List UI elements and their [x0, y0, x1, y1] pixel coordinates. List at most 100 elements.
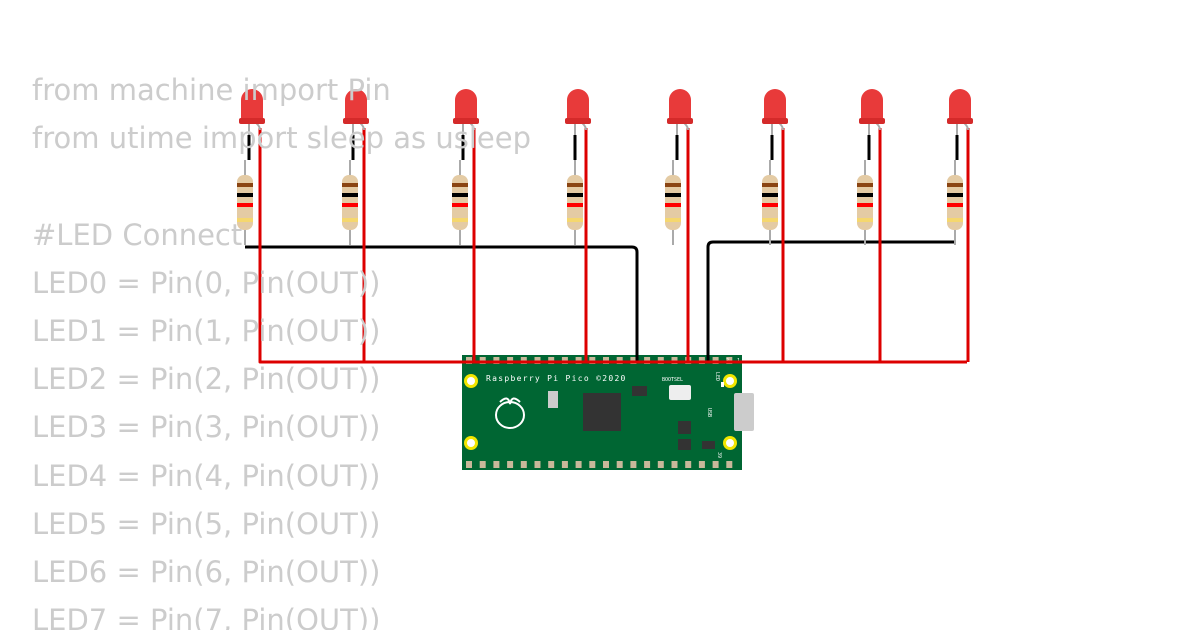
- resistor-band: [452, 203, 468, 207]
- led-rim: [947, 118, 973, 124]
- pin-bottom: [671, 461, 678, 468]
- resistor-1: [342, 160, 358, 245]
- resistor-band: [452, 218, 468, 222]
- resistor-7: [947, 160, 963, 245]
- resistor-band: [762, 183, 778, 187]
- led-rim: [762, 118, 788, 124]
- pin39-label: 39: [716, 452, 722, 458]
- led-body: [949, 89, 971, 122]
- pin-bottom: [616, 461, 623, 468]
- led-rim: [343, 118, 369, 124]
- pin-bottom: [712, 461, 719, 468]
- bootsel-button: [669, 385, 691, 400]
- resistor-body: [237, 175, 253, 230]
- resistor-0: [237, 160, 253, 245]
- led-body: [861, 89, 883, 122]
- pin-bottom: [466, 461, 472, 468]
- resistor-band: [342, 193, 358, 197]
- led-rim: [565, 118, 591, 124]
- resistor-band: [237, 193, 253, 197]
- led-body: [455, 89, 477, 122]
- rp2040-chip: [583, 393, 621, 431]
- resistor-band: [452, 183, 468, 187]
- board-label: Raspberry Pi Pico ©2020: [486, 374, 627, 383]
- led-0: [239, 89, 265, 160]
- mount-hole-center: [726, 377, 734, 385]
- resistor-band: [237, 203, 253, 207]
- pin-bottom: [548, 461, 555, 468]
- resistor-band: [567, 193, 583, 197]
- pin-bottom: [479, 461, 486, 468]
- pin-bottom: [493, 461, 500, 468]
- resistor-band: [857, 218, 873, 222]
- led-body: [669, 89, 691, 122]
- resistor-band: [452, 193, 468, 197]
- led-1: [343, 89, 369, 160]
- led-body: [241, 89, 263, 122]
- component: [632, 386, 647, 396]
- led-body: [345, 89, 367, 122]
- onboard-led: [721, 382, 724, 387]
- led-rim: [859, 118, 885, 124]
- component: [702, 441, 715, 449]
- signal-wire-2: [472, 128, 687, 364]
- resistor-band: [947, 218, 963, 222]
- resistor-band: [762, 218, 778, 222]
- signal-wire-3: [584, 128, 783, 364]
- pin-bottom: [603, 461, 609, 468]
- led-label: LED: [714, 372, 720, 381]
- component: [548, 391, 558, 408]
- component: [678, 439, 691, 450]
- led-body: [567, 89, 589, 122]
- resistor-band: [857, 183, 873, 187]
- led-3: [565, 89, 591, 160]
- resistor-body: [857, 175, 873, 230]
- ground-wire-left: [245, 245, 639, 362]
- resistor-band: [567, 218, 583, 222]
- resistor-band: [857, 193, 873, 197]
- resistor-body: [665, 175, 681, 230]
- resistor-band: [665, 203, 681, 207]
- led-rim: [453, 118, 479, 124]
- resistor-band: [947, 183, 963, 187]
- mount-hole-center: [467, 439, 475, 447]
- led-rim: [667, 118, 693, 124]
- led-5: [762, 89, 788, 160]
- resistor-band: [342, 203, 358, 207]
- resistor-band: [342, 183, 358, 187]
- resistor-band: [567, 183, 583, 187]
- pin-bottom: [589, 461, 596, 468]
- resistor-band: [665, 218, 681, 222]
- component: [678, 421, 691, 434]
- pin-bottom: [685, 461, 692, 468]
- led-2: [453, 89, 479, 160]
- mount-hole-center: [726, 439, 734, 447]
- pin-bottom: [698, 461, 705, 468]
- resistor-body: [947, 175, 963, 230]
- led-body: [764, 89, 786, 122]
- resistor-3: [567, 160, 583, 245]
- led-4: [667, 89, 693, 160]
- signal-wire-0: [258, 128, 475, 364]
- pin-bottom: [657, 461, 664, 468]
- bootsel-label: BOOTSEL: [662, 377, 683, 383]
- pin-bottom: [575, 461, 582, 468]
- resistor-2: [452, 160, 468, 245]
- pin-bottom: [520, 461, 527, 468]
- resistor-band: [947, 193, 963, 197]
- resistor-band: [567, 203, 583, 207]
- mount-hole-center: [467, 377, 475, 385]
- resistor-body: [342, 175, 358, 230]
- pin-bottom: [644, 461, 651, 468]
- ground-wire-right: [706, 240, 955, 362]
- resistor-band: [342, 218, 358, 222]
- resistor-body: [762, 175, 778, 230]
- resistor-band: [947, 203, 963, 207]
- resistor-5: [762, 160, 778, 245]
- led-rim: [239, 118, 265, 124]
- led-6: [859, 89, 885, 160]
- usb-port: [734, 393, 754, 431]
